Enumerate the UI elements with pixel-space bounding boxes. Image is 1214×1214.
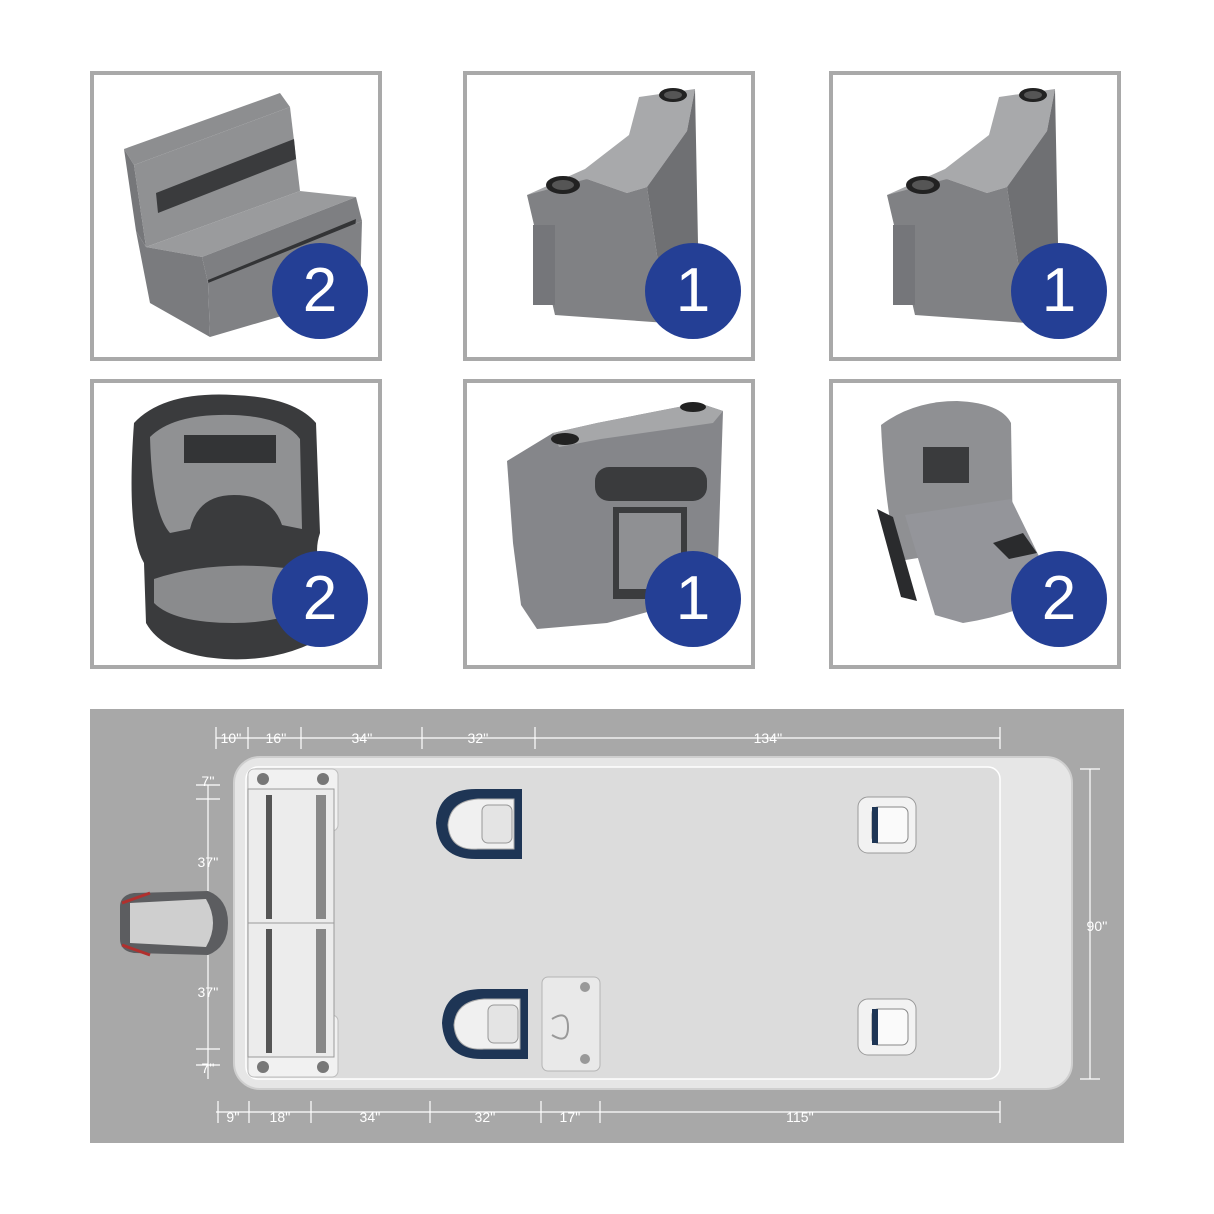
- front-seat-bottom: [857, 998, 917, 1056]
- console-base-image: [507, 402, 723, 629]
- console: [541, 976, 601, 1072]
- captain-seat-top: [436, 789, 522, 859]
- left-dimension: 7'': [201, 773, 215, 789]
- quantity-badge: 2: [272, 243, 368, 339]
- right-dimension: 90'': [1086, 918, 1108, 934]
- bottom-dimension: 32'': [474, 1109, 496, 1125]
- quantity-badge: 1: [645, 551, 741, 647]
- product-card-left-arm-rest: 1: [463, 71, 755, 361]
- top-dimension: 16'': [265, 730, 287, 746]
- product-card-fold-down-seat: 2: [829, 379, 1121, 669]
- deck-inner: [245, 766, 1001, 1080]
- product-card-bench-seat: 2: [90, 71, 382, 361]
- top-dimension: 134'': [753, 730, 783, 746]
- top-dimension: 10'': [220, 730, 242, 746]
- left-dimension: 37'': [197, 984, 219, 1000]
- quantity-badge: 2: [1011, 551, 1107, 647]
- product-card-console-base: 1: [463, 379, 755, 669]
- product-card-right-arm-rest: 1: [829, 71, 1121, 361]
- rear-bench: [247, 768, 339, 1078]
- quantity-badge: 2: [272, 551, 368, 647]
- bottom-dimension: 115'': [786, 1109, 814, 1125]
- left-dimension: 37'': [197, 854, 219, 870]
- quantity-badge: 1: [1011, 243, 1107, 339]
- captain-seat-bottom: [442, 989, 528, 1059]
- quantity-badge: 1: [645, 243, 741, 339]
- bottom-dimension: 17'': [559, 1109, 581, 1125]
- outboard-motor: [120, 891, 228, 957]
- product-card-captain-bucket-seat: 2: [90, 379, 382, 669]
- bottom-dimension: 18'': [269, 1109, 291, 1125]
- bottom-dimension: 34'': [359, 1109, 381, 1125]
- top-dimension: 34'': [351, 730, 373, 746]
- bottom-dimension: 9'': [226, 1109, 240, 1125]
- front-seat-top: [857, 796, 917, 854]
- boat-floor-plan: 10'' 16'' 34'' 32'' 134'' 9'' 18'' 34'' …: [90, 709, 1124, 1143]
- top-dimension: 32'': [467, 730, 489, 746]
- floor-plan-drawing: [120, 727, 1100, 1123]
- left-dimension: 7'': [201, 1060, 215, 1076]
